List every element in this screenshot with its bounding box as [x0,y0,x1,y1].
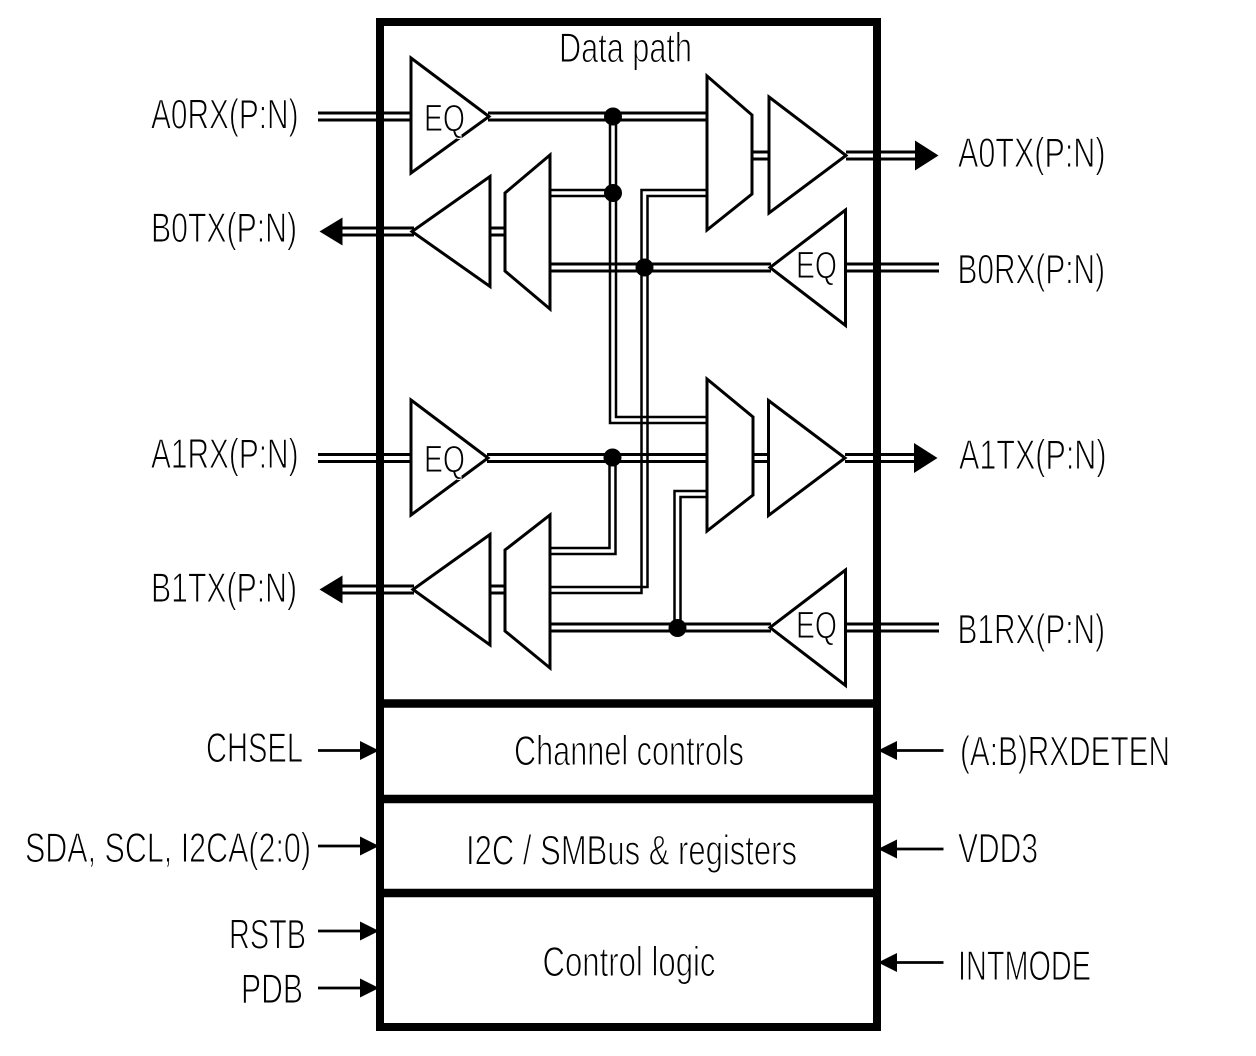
svg-text:Control logic: Control logic [543,938,716,985]
svg-text:RSTB: RSTB [229,911,306,958]
svg-text:(A:B)RXDETEN: (A:B)RXDETEN [960,728,1170,775]
svg-text:PDB: PDB [241,965,303,1012]
svg-text:A1TX(P:N): A1TX(P:N) [959,431,1107,478]
svg-text:EQ: EQ [796,245,837,287]
svg-text:EQ: EQ [424,439,465,481]
svg-text:VDD3: VDD3 [958,825,1038,872]
svg-text:SDA, SCL, I2CA(2:0): SDA, SCL, I2CA(2:0) [25,824,311,871]
svg-text:CHSEL: CHSEL [206,724,303,771]
svg-text:B0TX(P:N): B0TX(P:N) [151,204,297,251]
svg-text:A0RX(P:N): A0RX(P:N) [151,91,299,138]
svg-text:EQ: EQ [424,98,465,140]
svg-text:EQ: EQ [796,605,837,647]
svg-text:Channel controls: Channel controls [514,727,744,774]
svg-text:A1RX(P:N): A1RX(P:N) [151,430,299,477]
svg-text:A0TX(P:N): A0TX(P:N) [958,129,1106,176]
svg-text:INTMODE: INTMODE [958,942,1091,989]
svg-text:B1RX(P:N): B1RX(P:N) [958,606,1106,653]
svg-text:Data path: Data path [559,24,692,71]
svg-text:B1TX(P:N): B1TX(P:N) [151,564,297,611]
svg-text:I2C / SMBus & registers: I2C / SMBus & registers [466,827,797,874]
svg-text:B0RX(P:N): B0RX(P:N) [958,246,1106,293]
